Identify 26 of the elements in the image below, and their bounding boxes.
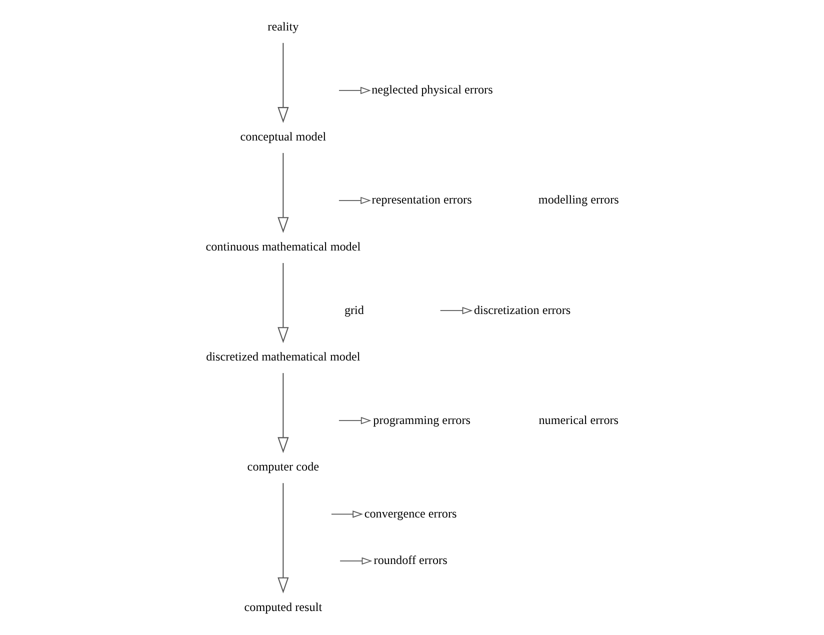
arrow: [338, 86, 370, 94]
arrow: [277, 263, 288, 344]
arrow: [439, 306, 472, 314]
arrow: [277, 152, 288, 234]
label: grid: [344, 302, 364, 317]
label: numerical errors: [538, 412, 618, 427]
node-text: programming errors: [372, 412, 470, 427]
arrow: [277, 373, 288, 454]
node-text: continuous mathematical model: [205, 240, 360, 254]
label: modelling errors: [538, 192, 618, 207]
node-text: discretization errors: [474, 302, 570, 317]
arrow: [338, 416, 371, 424]
arrow: [339, 557, 372, 565]
arrow: [277, 483, 288, 594]
arrow: [277, 42, 288, 123]
node-text: computed result: [244, 600, 322, 614]
node-text: representation errors: [371, 192, 472, 207]
node-text: roundoff errors: [373, 553, 447, 568]
arrow: [330, 510, 363, 518]
node-text: neglected physical errors: [371, 82, 492, 97]
node-text: convergence errors: [364, 506, 456, 520]
node-text: reality: [267, 19, 298, 34]
node-text: discretized mathematical model: [206, 350, 360, 364]
node-text: conceptual model: [240, 129, 326, 144]
arrow: [338, 196, 371, 204]
node-text: computer code: [246, 460, 319, 474]
